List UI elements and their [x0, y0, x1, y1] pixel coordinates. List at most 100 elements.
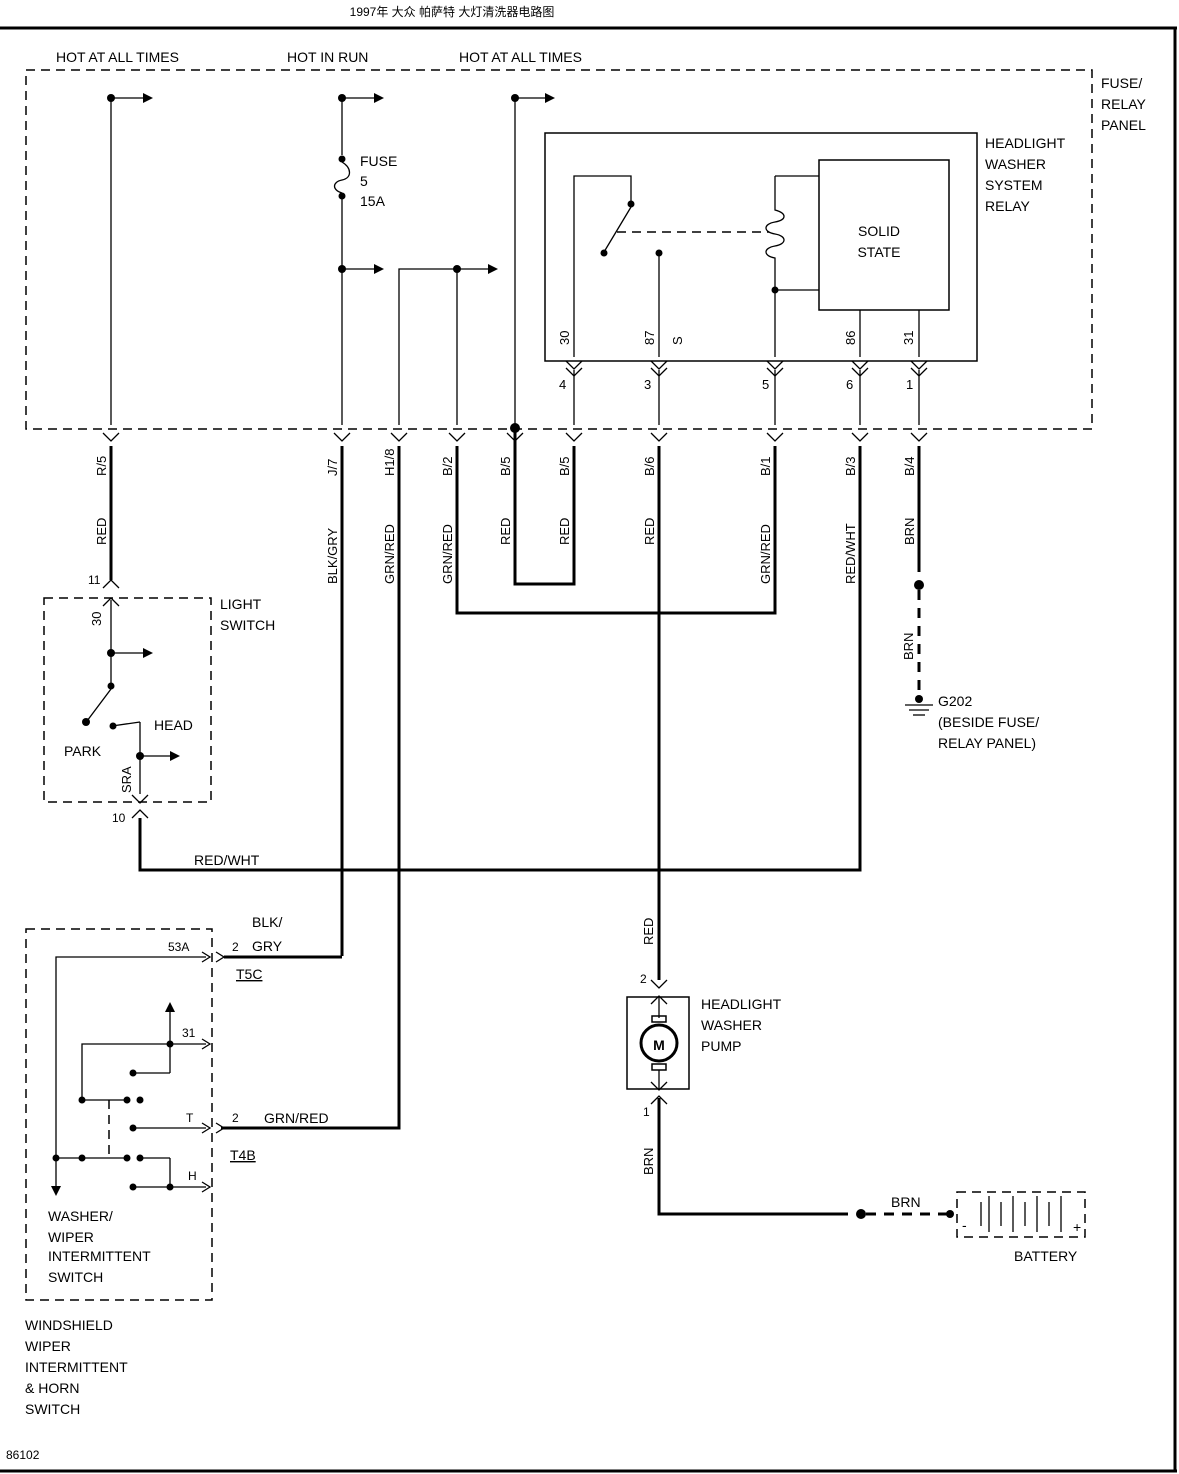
wiper-grn-red-label: GRN/RED — [264, 1110, 329, 1126]
ground-wire-color: BRN — [901, 633, 916, 660]
light-switch-park-label: PARK — [64, 743, 102, 759]
grn-red-wire-to-wiper — [221, 446, 401, 1130]
pump-wire-top-color: RED — [641, 918, 656, 945]
pump-connector-1 — [650, 1095, 668, 1105]
fuse-label-2: 5 — [360, 173, 368, 189]
light-switch-head-contact — [109, 722, 117, 730]
wire-color-label: GRN/RED — [440, 524, 455, 584]
wiper-pin-h: H — [188, 1169, 197, 1183]
outer-switch-label-3: INTERMITTENT — [25, 1359, 128, 1375]
relay-label-4: RELAY — [985, 198, 1031, 214]
connector-label: B/5 — [498, 456, 513, 476]
wiper-switch-label-1: WASHER/ — [48, 1208, 113, 1224]
hot-at-all-times-label-1: HOT AT ALL TIMES — [56, 49, 179, 65]
light-switch-out-arrow — [170, 751, 180, 761]
wiper-pin-2b: 2 — [232, 1111, 239, 1125]
outer-switch-label-5: SWITCH — [25, 1401, 80, 1417]
wiper-switch-label-4: SWITCH — [48, 1269, 103, 1285]
red-wht-wire-label: RED/WHT — [194, 852, 260, 868]
panel-connector — [851, 432, 869, 442]
fuse-panel-label-1: FUSE/ — [1101, 75, 1142, 91]
relay-label-2: WASHER — [985, 156, 1046, 172]
battery-outline — [956, 1191, 1086, 1238]
brn-splice-node — [914, 580, 924, 590]
relay-terminal-connectors — [565, 360, 928, 377]
grn-red-bus-arrow — [488, 264, 498, 274]
panel-connector — [766, 432, 784, 442]
wiper-t4b-label: T4B — [230, 1147, 256, 1163]
battery-label: BATTERY — [1014, 1248, 1078, 1264]
relay-pin-31: 31 — [901, 331, 916, 345]
motor-icon — [639, 1023, 679, 1063]
diagram-header: 1997年 大众 帕萨特 大灯清洗器电路图 — [350, 4, 555, 19]
battery-positive: + — [1073, 1219, 1081, 1235]
light-switch-connector-sra — [131, 794, 149, 804]
wire-color-label: RED/WHT — [843, 523, 858, 584]
wire-color-label: RED — [557, 518, 572, 545]
fuse-label-1: FUSE — [360, 153, 397, 169]
solid-state-label-1: SOLID — [858, 223, 900, 239]
relay-pin-87: 87 — [642, 331, 657, 345]
figure-id: 86102 — [6, 1448, 40, 1462]
wiper-down-arrow — [51, 1186, 61, 1196]
battery-splice-node — [856, 1209, 866, 1219]
wire-color-label: RED — [498, 518, 513, 545]
outer-switch-label-4: & HORN — [25, 1380, 79, 1396]
wire-color-label: BLK/GRY — [325, 528, 340, 584]
wiper-contact-3 — [123, 1154, 131, 1162]
wiper-pin-53a: 53A — [168, 940, 189, 954]
solid-state-box — [818, 159, 950, 311]
wiper-switch-label-2: WIPER — [48, 1229, 94, 1245]
wire-color-label: RED — [642, 518, 657, 545]
light-switch-head-label: HEAD — [154, 717, 193, 733]
panel-connector — [102, 432, 120, 442]
wiper-node-c — [78, 1154, 86, 1162]
red-loop — [513, 432, 576, 586]
pump-label-3: PUMP — [701, 1038, 741, 1054]
pump-terminal-bottom — [650, 1081, 668, 1091]
solid-state-label-2: STATE — [857, 244, 900, 260]
panel-connector — [910, 432, 928, 442]
relay-contact-arm — [603, 206, 632, 253]
ground-location-1: (BESIDE FUSE/ — [938, 714, 1039, 730]
relay-terminal-6: 6 — [846, 377, 853, 392]
relay-pin-30: 30 — [557, 331, 572, 345]
connector-label: R/5 — [94, 456, 109, 476]
light-switch-pin-11: 11 — [88, 573, 101, 587]
fuse-node-bottom — [338, 192, 346, 200]
connector-label: B/3 — [843, 456, 858, 476]
wiper-pin-31: 31 — [182, 1026, 196, 1040]
wire-color-label: BRN — [902, 518, 917, 545]
connector-label: J/7 — [325, 459, 340, 476]
ground-icon — [905, 695, 933, 716]
wire-color-label: GRN/RED — [758, 524, 773, 584]
wiper-contact-2 — [123, 1096, 131, 1104]
light-switch-label-1: LIGHT — [220, 596, 262, 612]
wiper-pin-2a: 2 — [232, 940, 239, 954]
panel-connector — [650, 432, 668, 442]
connector-label: H1/8 — [382, 449, 397, 476]
light-switch-connector-11 — [102, 579, 120, 589]
pump-brn-wire — [657, 1098, 848, 1216]
grn-red-bus — [398, 268, 490, 425]
battery-wire-color: BRN — [891, 1194, 921, 1210]
panel-connector — [565, 432, 583, 442]
hot-at-all-times-label-2: HOT AT ALL TIMES — [459, 49, 582, 65]
wiper-blk-gry-1: BLK/ — [252, 914, 282, 930]
wiper-h-connector — [201, 1181, 212, 1193]
feed-r5-arrow — [143, 93, 153, 103]
wiper-blk-gry-2: GRY — [252, 938, 283, 954]
pump-wire-bottom-color: BRN — [641, 1148, 656, 1175]
wiper-31-arrow-up — [165, 1002, 175, 1012]
pump-brush-bottom — [651, 1063, 667, 1071]
wiper-t5c-label: T5C — [236, 966, 262, 982]
relay-box — [544, 132, 978, 362]
wiper-31-wire — [81, 1043, 206, 1100]
fuse-relay-panel-outline — [25, 69, 1093, 430]
pump-terminal-top — [650, 995, 668, 1005]
relay-terminal-4: 4 — [559, 377, 566, 392]
wire-color-label: GRN/RED — [382, 524, 397, 584]
pump-connector-2 — [650, 979, 668, 989]
light-switch-head-bar — [111, 721, 141, 727]
wiper-pin-t: T — [186, 1111, 194, 1125]
